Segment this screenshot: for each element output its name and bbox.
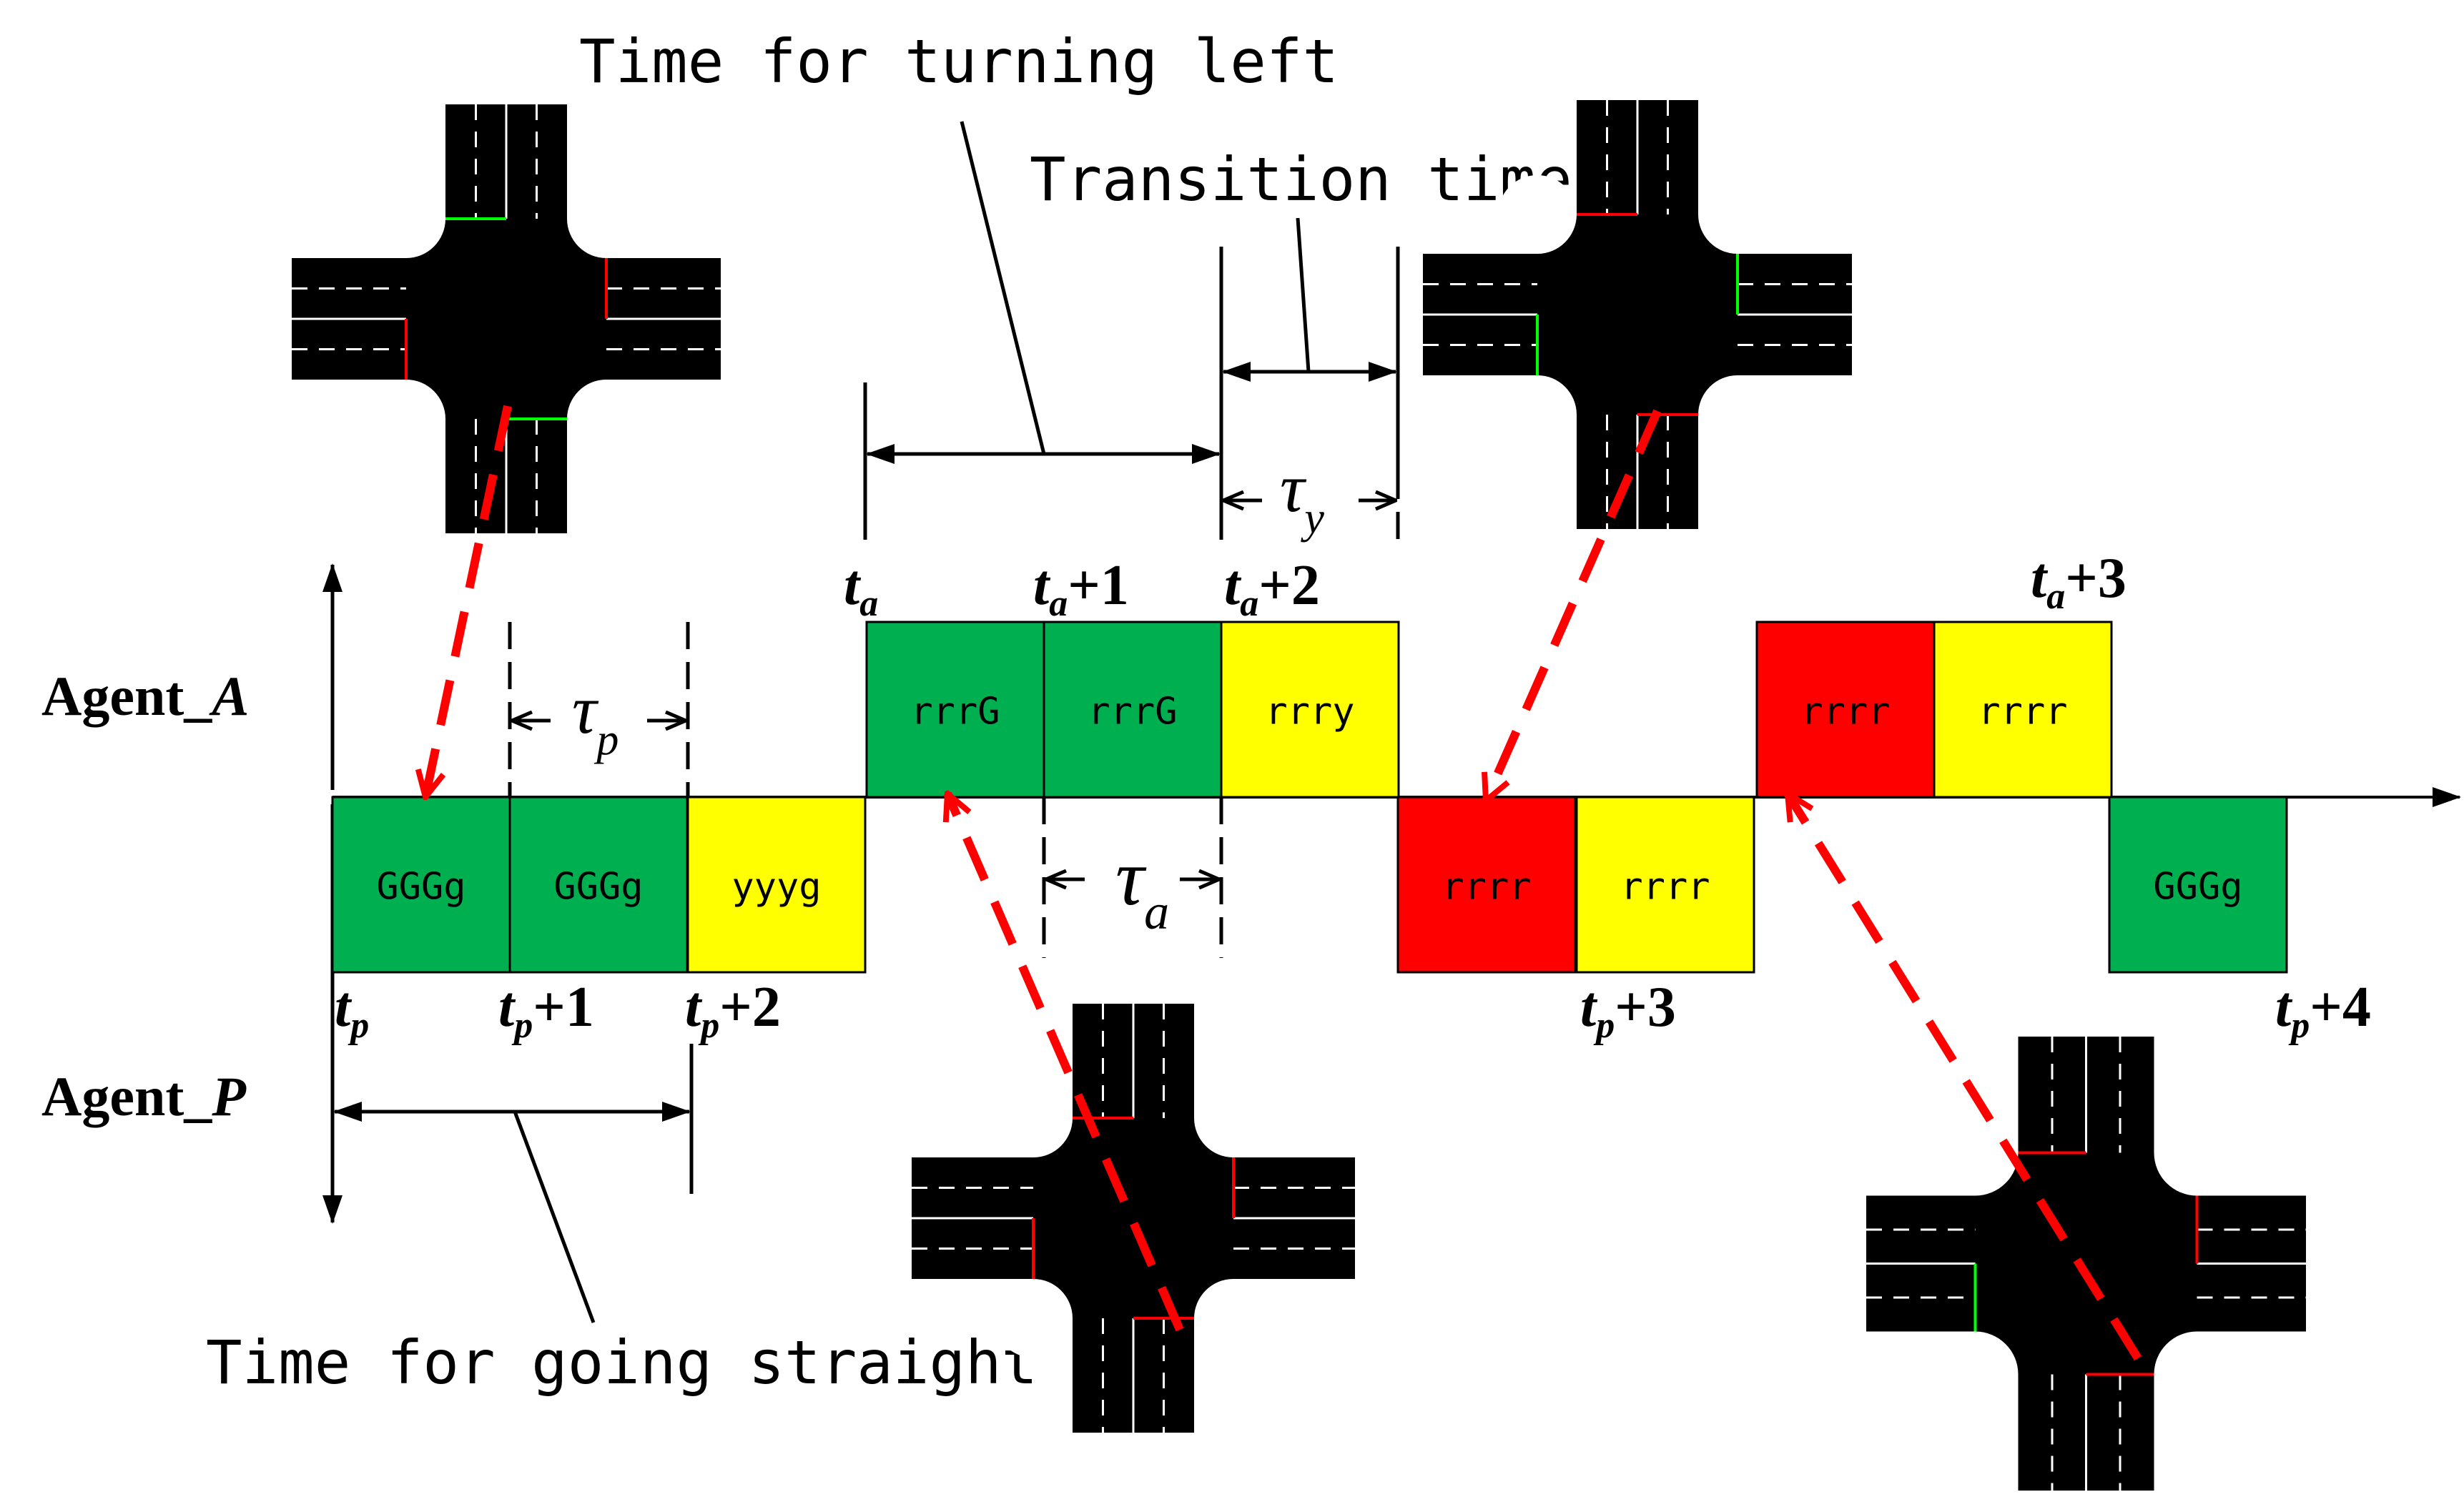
agent-p-phase-label: rrrr (1442, 866, 1531, 909)
agent-a-ticks: ta ta+1 ta+2 ta+3 (844, 547, 2127, 624)
agent-p-phase-rect (331, 796, 511, 974)
agent-p-phase-block: GGGg (331, 796, 511, 974)
tau-a-label: τa (1115, 834, 1169, 940)
tick-label: ta+1 (1033, 554, 1129, 624)
tau-arrows (512, 500, 1396, 879)
turning-left-annotation (863, 121, 1223, 540)
agent-p-phase-rect (1575, 796, 1755, 974)
tick-label: tp+2 (685, 976, 781, 1046)
transition-leader (1296, 217, 1311, 372)
agent-a-phase-block: rrrG (1043, 621, 1223, 799)
agent-p-phase-label: rrrr (1620, 866, 1710, 909)
agent-a-label: Agent_A (41, 665, 249, 727)
agent-a-phase-label: rrrr (1978, 691, 2067, 733)
agent-p-phases: GGGg GGGg yyyg rrrr rrrr GGGg (331, 796, 2288, 974)
agent-a-phase-rect (1933, 621, 2113, 799)
agent-a-phase-block: rrrr (1755, 621, 1936, 799)
agent-p-phase-block: rrrr (1396, 796, 1577, 974)
agent-a-phase-label: rrrG (910, 691, 1000, 733)
agent-p-phase-rect (1396, 796, 1577, 974)
agent-p-phase-block: yyyg (686, 796, 867, 974)
agent-p-phase-label: yyyg (731, 866, 821, 909)
agent-a-phase-rect (1220, 621, 1400, 799)
intersection-a-green (912, 1004, 1355, 1433)
agent-p-phase-block: GGGg (508, 796, 689, 974)
agent-a-phase-block: rrrr (1933, 621, 2113, 799)
intersection-red-yellow (1866, 1037, 2306, 1491)
agent-a-phase-label: rrrr (1800, 691, 1890, 733)
intersection-all-red (1423, 100, 1852, 529)
agent-a-phases: rrrG rrrG rrry rrrr rrrr (865, 621, 2113, 799)
agent-p-label: Agent_P (41, 1065, 247, 1127)
pointer-arrow-all-red (1486, 409, 1662, 801)
intersection-p-green (292, 104, 721, 533)
agent-a-phase-rect (1043, 621, 1223, 799)
agent-a-phase-block: rrry (1220, 621, 1400, 799)
tau-p-label: τp (572, 671, 619, 764)
tick-label: tp+3 (1580, 976, 1676, 1046)
agent-a-phase-block: rrrG (865, 621, 1045, 799)
pointer-arrows (425, 405, 2142, 1361)
agent-p-phase-rect (2108, 796, 2288, 974)
going-straight-leader (513, 1111, 596, 1323)
going-straight-annotation (333, 1044, 694, 1323)
going-straight-label: Time for going straight (206, 1328, 1038, 1398)
tick-label: ta+3 (2031, 547, 2127, 617)
turning-left-leader (960, 121, 1046, 455)
agent-p-phase-block: rrrr (1575, 796, 1755, 974)
tick-label: ta+2 (1224, 554, 1320, 624)
pointer-arrow-a-green (947, 794, 1184, 1332)
agent-a-phase-rect (1755, 621, 1936, 799)
agent-p-phase-label: GGGg (376, 866, 465, 909)
tick-label: tp+4 (2275, 976, 2371, 1046)
agent-p-phase-label: GGGg (553, 866, 643, 909)
tick-label: ta (844, 554, 878, 624)
tau-y-label: τy (1280, 450, 1324, 543)
agent-a-phase-label: rrrG (1088, 691, 1177, 733)
transition-annotation (1222, 217, 1400, 472)
tick-label: tp+1 (498, 976, 594, 1046)
intersections (292, 100, 2306, 1491)
agent-p-ticks: tp tp+1 tp+2 tp+3 tp+4 (335, 976, 2371, 1046)
turning-left-label: Time for turning left (579, 26, 1339, 97)
transition-label: Transition time (1030, 144, 1572, 214)
tick-label: tp (335, 976, 369, 1046)
agent-p-phase-label: GGGg (2153, 866, 2242, 909)
pointer-arrow-red-yellow (1783, 794, 2142, 1361)
agent-p-phase-rect (686, 796, 867, 974)
agent-p-phase-rect (508, 796, 689, 974)
agent-a-phase-label: rrry (1265, 691, 1354, 733)
agent-a-phase-rect (865, 621, 1045, 799)
agent-p-phase-block: GGGg (2108, 796, 2288, 974)
